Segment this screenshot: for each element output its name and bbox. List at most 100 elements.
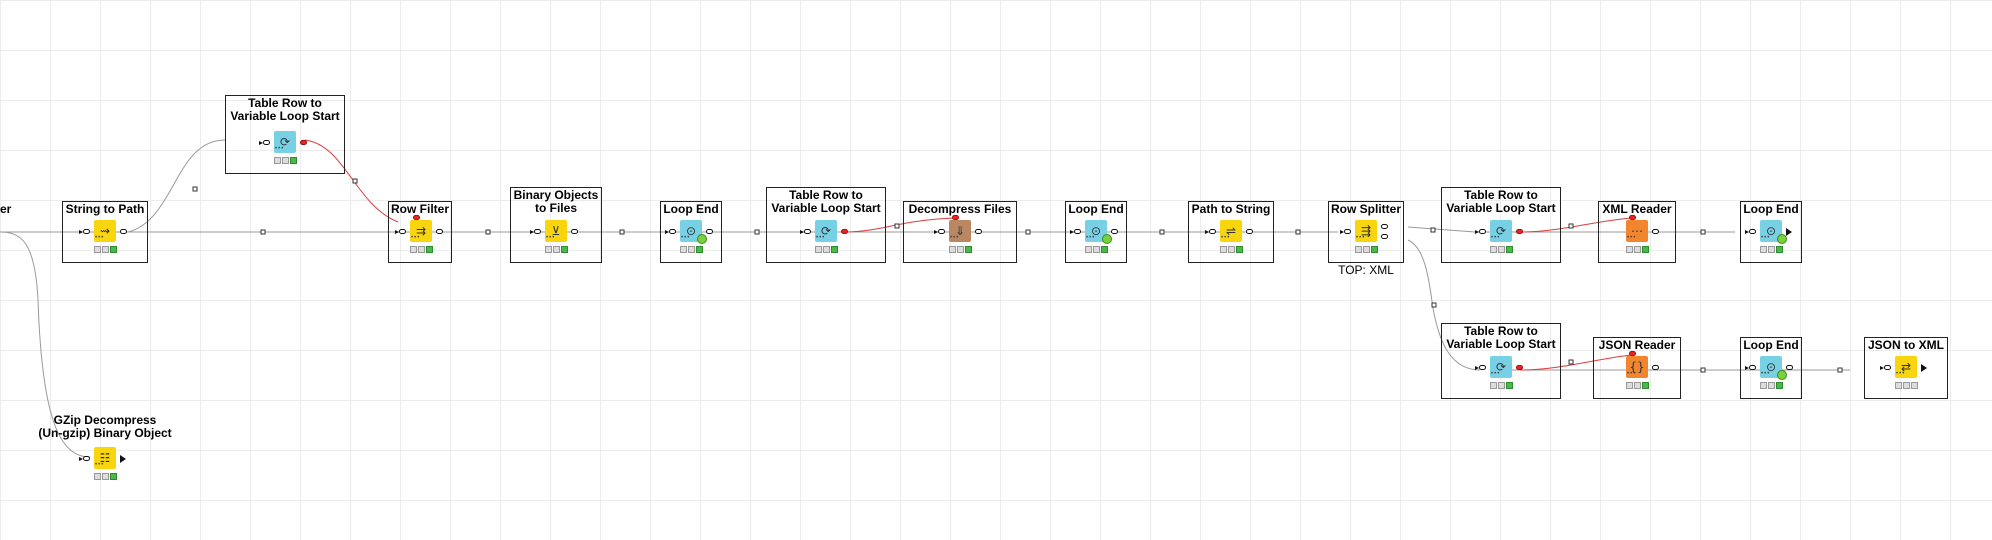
bendpoint[interactable]	[1700, 229, 1706, 235]
output-port[interactable]	[1111, 229, 1118, 234]
input-port[interactable]	[1880, 365, 1891, 370]
loop-start-icon[interactable]: ⟳	[274, 131, 296, 153]
loop-start-icon[interactable]: ⟳	[1490, 356, 1512, 378]
input-port[interactable]	[1475, 229, 1486, 234]
node-frame	[62, 201, 148, 263]
loop-end-icon[interactable]: ⊙	[680, 220, 702, 242]
path-icon[interactable]: ⇝	[94, 220, 116, 242]
input-port[interactable]	[1205, 229, 1216, 234]
node-label[interactable]: Table Row to Variable Loop Start	[771, 188, 881, 215]
bendpoint[interactable]	[1700, 367, 1706, 373]
output-port[interactable]	[975, 229, 982, 234]
input-port[interactable]	[1745, 229, 1756, 234]
loop-end-icon[interactable]: ⊙	[1760, 356, 1782, 378]
bendpoint[interactable]	[260, 229, 266, 235]
filter-icon[interactable]: ⇉	[410, 220, 432, 242]
flow-variable-output-port[interactable]	[300, 140, 307, 145]
node-label[interactable]: Row Filter	[390, 202, 449, 216]
node-label[interactable]: JSON Reader	[1598, 338, 1676, 352]
loop-start-icon[interactable]: ⟳	[1490, 220, 1512, 242]
splitter-icon[interactable]: ⇶	[1355, 220, 1377, 242]
output-port[interactable]	[1921, 364, 1927, 372]
node-label[interactable]: JSON to XML	[1867, 338, 1944, 352]
data-connection[interactable]	[127, 139, 226, 233]
output-port[interactable]	[706, 229, 713, 234]
node-label[interactable]: Loop End	[1743, 202, 1799, 216]
input-port[interactable]	[259, 140, 270, 145]
node-label[interactable]: String to Path	[65, 202, 145, 216]
node-label[interactable]: Table Row to Variable Loop Start	[1446, 188, 1556, 215]
flow-variable-output-port[interactable]	[1516, 365, 1523, 370]
node-label[interactable]: Table Row to Variable Loop Start	[1446, 324, 1556, 351]
output-port[interactable]	[120, 455, 126, 463]
node-label[interactable]: Path to String	[1191, 202, 1271, 216]
bendpoint[interactable]	[192, 186, 198, 192]
bendpoint[interactable]	[485, 229, 491, 235]
output-port[interactable]	[571, 229, 578, 234]
flow-variable-connection[interactable]	[1519, 354, 1633, 371]
bendpoint[interactable]	[754, 229, 760, 235]
bendpoint[interactable]	[1295, 229, 1301, 235]
loop-end-icon[interactable]: ⊙	[1085, 220, 1107, 242]
input-port[interactable]	[1475, 365, 1486, 370]
output-port[interactable]	[1786, 365, 1793, 370]
input-port[interactable]	[79, 229, 90, 234]
flow-variable-output-port[interactable]	[1516, 229, 1523, 234]
loop-start-icon[interactable]: ⟳	[815, 220, 837, 242]
data-connection[interactable]	[1407, 239, 1481, 371]
bendpoint[interactable]	[1430, 227, 1436, 233]
flow-variable-output-port[interactable]	[841, 229, 848, 234]
bendpoint[interactable]	[1837, 367, 1843, 373]
node-label[interactable]: GZip Decompress (Un-gzip) Binary Object	[38, 413, 172, 440]
input-port[interactable]	[1340, 229, 1351, 234]
input-port[interactable]	[395, 229, 406, 234]
flow-variable-input-port[interactable]	[413, 215, 420, 220]
output-port[interactable]	[1786, 228, 1792, 236]
decompress-icon[interactable]: ⇓	[949, 220, 971, 242]
xml-reader-icon[interactable]: ⋯	[1626, 220, 1648, 242]
input-port[interactable]	[530, 229, 541, 234]
gzip-icon[interactable]: ☷	[94, 447, 116, 469]
output-port[interactable]	[120, 229, 127, 234]
loop-end-icon[interactable]: ⊙	[1760, 220, 1782, 242]
bendpoint[interactable]	[1159, 229, 1165, 235]
node-label[interactable]: Loop End	[663, 202, 719, 216]
bendpoint[interactable]	[352, 178, 358, 184]
output-port[interactable]	[1381, 234, 1388, 239]
bendpoint[interactable]	[1568, 359, 1574, 365]
node-label[interactable]: Binary Objects to Files	[513, 188, 599, 215]
output-port[interactable]	[1246, 229, 1253, 234]
bendpoint[interactable]	[894, 223, 900, 229]
json-xml-icon[interactable]: ⇄	[1895, 356, 1917, 378]
input-port[interactable]	[1745, 365, 1756, 370]
json-reader-icon[interactable]: {}	[1626, 356, 1648, 378]
node-label[interactable]: XML Reader	[1602, 202, 1672, 216]
node-label[interactable]: Decompress Files	[908, 202, 1012, 216]
node-label[interactable]: Table Row to Variable Loop Start	[230, 96, 340, 123]
output-port[interactable]	[436, 229, 443, 234]
binary-files-icon[interactable]: ⊻	[545, 220, 567, 242]
input-port[interactable]	[934, 229, 945, 234]
node-label[interactable]: Row Splitter	[1330, 202, 1401, 216]
input-port[interactable]	[1070, 229, 1081, 234]
data-connection[interactable]	[0, 231, 91, 458]
flow-variable-connection[interactable]	[1519, 217, 1633, 233]
flow-variable-input-port[interactable]	[1629, 351, 1636, 356]
bendpoint[interactable]	[1431, 302, 1437, 308]
node-label[interactable]: Loop End	[1068, 202, 1124, 216]
output-port[interactable]	[1652, 365, 1659, 370]
flow-variable-input-port[interactable]	[952, 215, 959, 220]
input-port[interactable]	[665, 229, 676, 234]
output-port[interactable]	[1381, 224, 1388, 229]
node-label[interactable]: Loop End	[1743, 338, 1799, 352]
flow-variable-input-port[interactable]	[1629, 215, 1636, 220]
flow-variable-connection[interactable]	[304, 139, 399, 223]
input-port[interactable]	[79, 456, 90, 461]
bendpoint[interactable]	[1025, 229, 1031, 235]
flow-variable-connection[interactable]	[844, 217, 956, 233]
bendpoint[interactable]	[1568, 223, 1574, 229]
input-port[interactable]	[800, 229, 811, 234]
path-string-icon[interactable]: ⇌	[1220, 220, 1242, 242]
bendpoint[interactable]	[619, 229, 625, 235]
output-port[interactable]	[1652, 229, 1659, 234]
